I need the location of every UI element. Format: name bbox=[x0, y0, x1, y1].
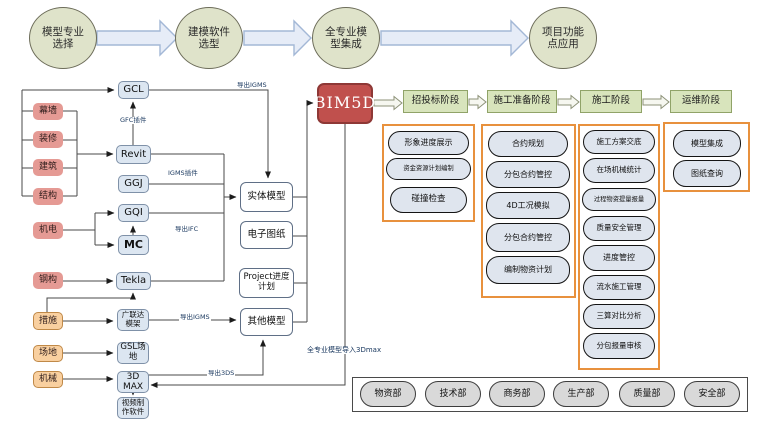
department-technology: 技术部 bbox=[425, 381, 481, 407]
model-project-schedule: Project进度计划 bbox=[239, 268, 294, 298]
bim5d-hub: BIM5D bbox=[314, 83, 375, 124]
software-glodon-scaffold: 广联达模架 bbox=[117, 309, 149, 331]
discipline-steel: 钢构 bbox=[33, 272, 63, 289]
function-pill: 流水施工管理 bbox=[583, 275, 655, 300]
function-pill: 形象进度展示 bbox=[388, 131, 469, 155]
departments-container bbox=[352, 377, 748, 412]
function-pill: 在场机械统计 bbox=[583, 158, 655, 183]
stage-construction: 施工阶段 bbox=[580, 90, 642, 113]
discipline-site: 场地 bbox=[33, 345, 63, 362]
function-pill: 图纸查询 bbox=[673, 160, 741, 187]
discipline-architecture: 建筑 bbox=[33, 159, 63, 176]
function-pill: 模型集成 bbox=[673, 130, 741, 157]
software-3d-max: 3D MAX bbox=[117, 371, 149, 393]
model-e-drawings: 电子图纸 bbox=[240, 221, 293, 249]
discipline-mep: 机电 bbox=[33, 222, 63, 239]
discipline-machinery: 机械 bbox=[33, 371, 63, 388]
discipline-structure: 结构 bbox=[33, 188, 63, 205]
function-pill: 过程物资提量报量 bbox=[582, 188, 656, 211]
software-revit: Revit bbox=[116, 145, 151, 164]
function-pill: 分包合约管控 bbox=[486, 161, 570, 188]
department-safety: 安全部 bbox=[684, 381, 740, 407]
function-pill: 分包报量审核 bbox=[583, 333, 655, 359]
function-pill: 施工方案交底 bbox=[583, 130, 655, 154]
step-model-discipline-selection: 模型专业选择 bbox=[29, 7, 97, 69]
step-modeling-software-selection: 建模软件选型 bbox=[175, 7, 243, 69]
edge-label-igms-plugin: IGMS插件 bbox=[167, 169, 199, 177]
software-gqi: GQI bbox=[118, 204, 149, 222]
software-video-production: 视频制作软件 bbox=[117, 397, 149, 419]
edge-label-export-3ds: 导出3DS bbox=[207, 369, 236, 377]
function-pill: 质量安全管理 bbox=[583, 216, 655, 241]
software-mc: MC bbox=[118, 235, 149, 255]
edge-label-export-igms-top: 导出IGMS bbox=[236, 81, 268, 89]
discipline-decoration: 装修 bbox=[33, 131, 63, 148]
model-other: 其他模型 bbox=[240, 308, 293, 336]
step-project-function-application: 项目功能点应用 bbox=[529, 7, 597, 69]
stage-operation: 运维阶段 bbox=[670, 90, 732, 113]
discipline-temp-works: 措施 bbox=[33, 312, 63, 330]
department-materials: 物资部 bbox=[360, 381, 416, 407]
edge-label-export-igms-mid: 导出IGMS bbox=[179, 313, 211, 321]
software-gsl-site: GSL场地 bbox=[117, 342, 149, 364]
discipline-curtain-wall: 幕墙 bbox=[33, 103, 63, 120]
software-ggj: GGJ bbox=[118, 175, 149, 193]
model-entity: 实体模型 bbox=[240, 182, 293, 212]
function-pill: 编制物资计划 bbox=[486, 256, 570, 284]
edge-label-gfc-plugin: GFC插件 bbox=[119, 116, 148, 124]
software-gcl: GCL bbox=[118, 81, 149, 99]
function-pill: 4D工况模拟 bbox=[486, 192, 570, 219]
function-pill: 资金资源计划编制 bbox=[386, 158, 471, 180]
software-tekla: Tekla bbox=[116, 272, 151, 290]
department-production: 生产部 bbox=[553, 381, 609, 407]
department-commerce: 商务部 bbox=[489, 381, 545, 407]
function-pill: 三算对比分析 bbox=[583, 304, 655, 329]
edge-label-export-ifc: 导出IFC bbox=[174, 225, 200, 233]
function-pill: 合约规划 bbox=[488, 131, 568, 157]
stage-bidding: 招投标阶段 bbox=[403, 90, 468, 113]
arrow-lines bbox=[22, 87, 346, 396]
function-pill: 碰撞检查 bbox=[390, 187, 467, 213]
edge-label-import-3dmax: 全专业模型导入3Dmax bbox=[306, 346, 383, 354]
step-full-model-integration: 全专业模型集成 bbox=[312, 7, 380, 69]
function-pill: 进度管控 bbox=[583, 245, 655, 271]
stage-preparation: 施工准备阶段 bbox=[487, 90, 557, 113]
function-pill: 分包合约管控 bbox=[486, 223, 570, 252]
department-quality: 质量部 bbox=[619, 381, 675, 407]
